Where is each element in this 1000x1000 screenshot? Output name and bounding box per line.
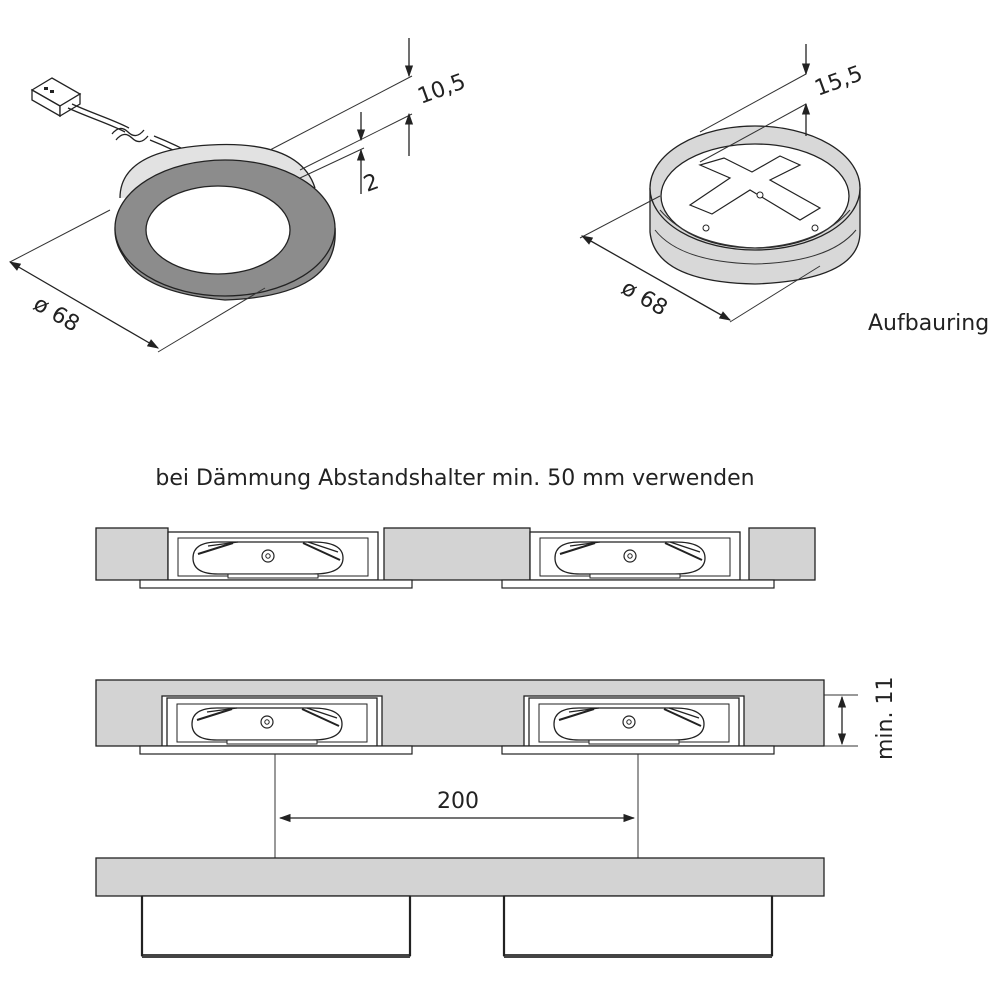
dim-min-thickness: min. 11 bbox=[873, 677, 898, 760]
dim-light-diameter: ø 68 bbox=[29, 292, 83, 338]
dim-ring-height: 15,5 bbox=[812, 61, 867, 101]
connector-plug-icon bbox=[30, 77, 82, 118]
downlight-illustration bbox=[8, 38, 414, 353]
dim-light-height: 10,5 bbox=[415, 69, 470, 109]
mounting-ring-illustration bbox=[579, 44, 861, 323]
ring-label: Aufbauring bbox=[868, 311, 989, 336]
section-surface-view bbox=[95, 857, 825, 958]
section-panel-view bbox=[95, 679, 858, 896]
dim-light-rim: 2 bbox=[361, 169, 383, 197]
section-insulation-view bbox=[95, 527, 816, 589]
insulation-note: bei Dämmung Abstandshalter min. 50 mm ve… bbox=[155, 466, 754, 491]
dim-spacing: 200 bbox=[437, 789, 479, 814]
